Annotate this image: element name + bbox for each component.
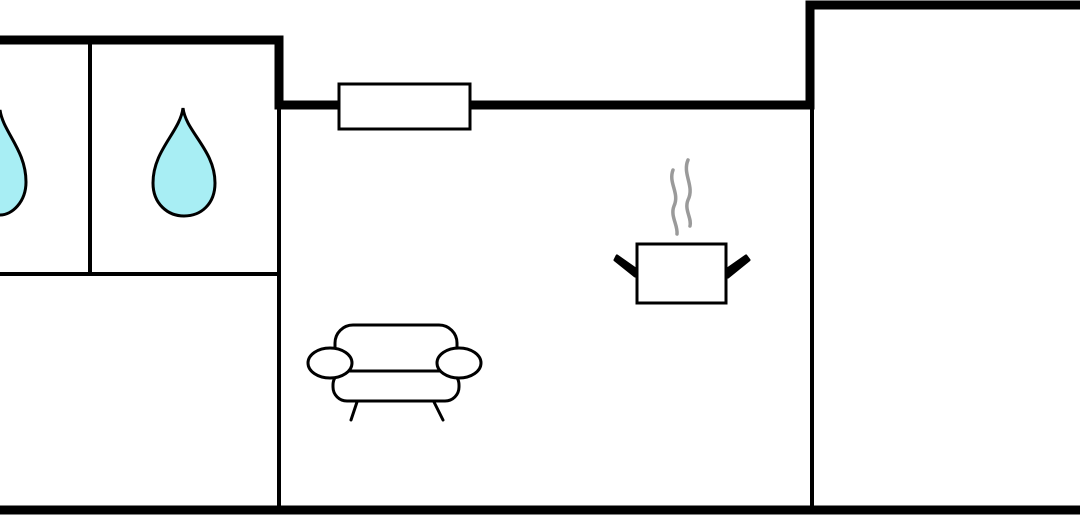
sofa-seat xyxy=(331,369,461,403)
sofa-arm-right xyxy=(435,346,483,380)
water-drop-icon xyxy=(151,107,217,218)
pot-body xyxy=(635,242,728,305)
cooking-pot-icon xyxy=(613,158,751,305)
steam-icon xyxy=(670,158,693,236)
sofa-leg-left xyxy=(349,400,359,422)
water-drop-icon xyxy=(0,109,28,217)
top-left-wall xyxy=(0,35,343,110)
sofa-arm-left xyxy=(306,346,354,380)
pot-handle-right xyxy=(724,254,751,279)
top-middle-wall xyxy=(465,0,1080,110)
sofa-icon xyxy=(306,323,483,422)
window-icon xyxy=(337,82,472,131)
sofa-leg-right xyxy=(432,400,445,422)
pot-handle-left xyxy=(613,254,639,278)
interior-walls xyxy=(0,40,814,510)
